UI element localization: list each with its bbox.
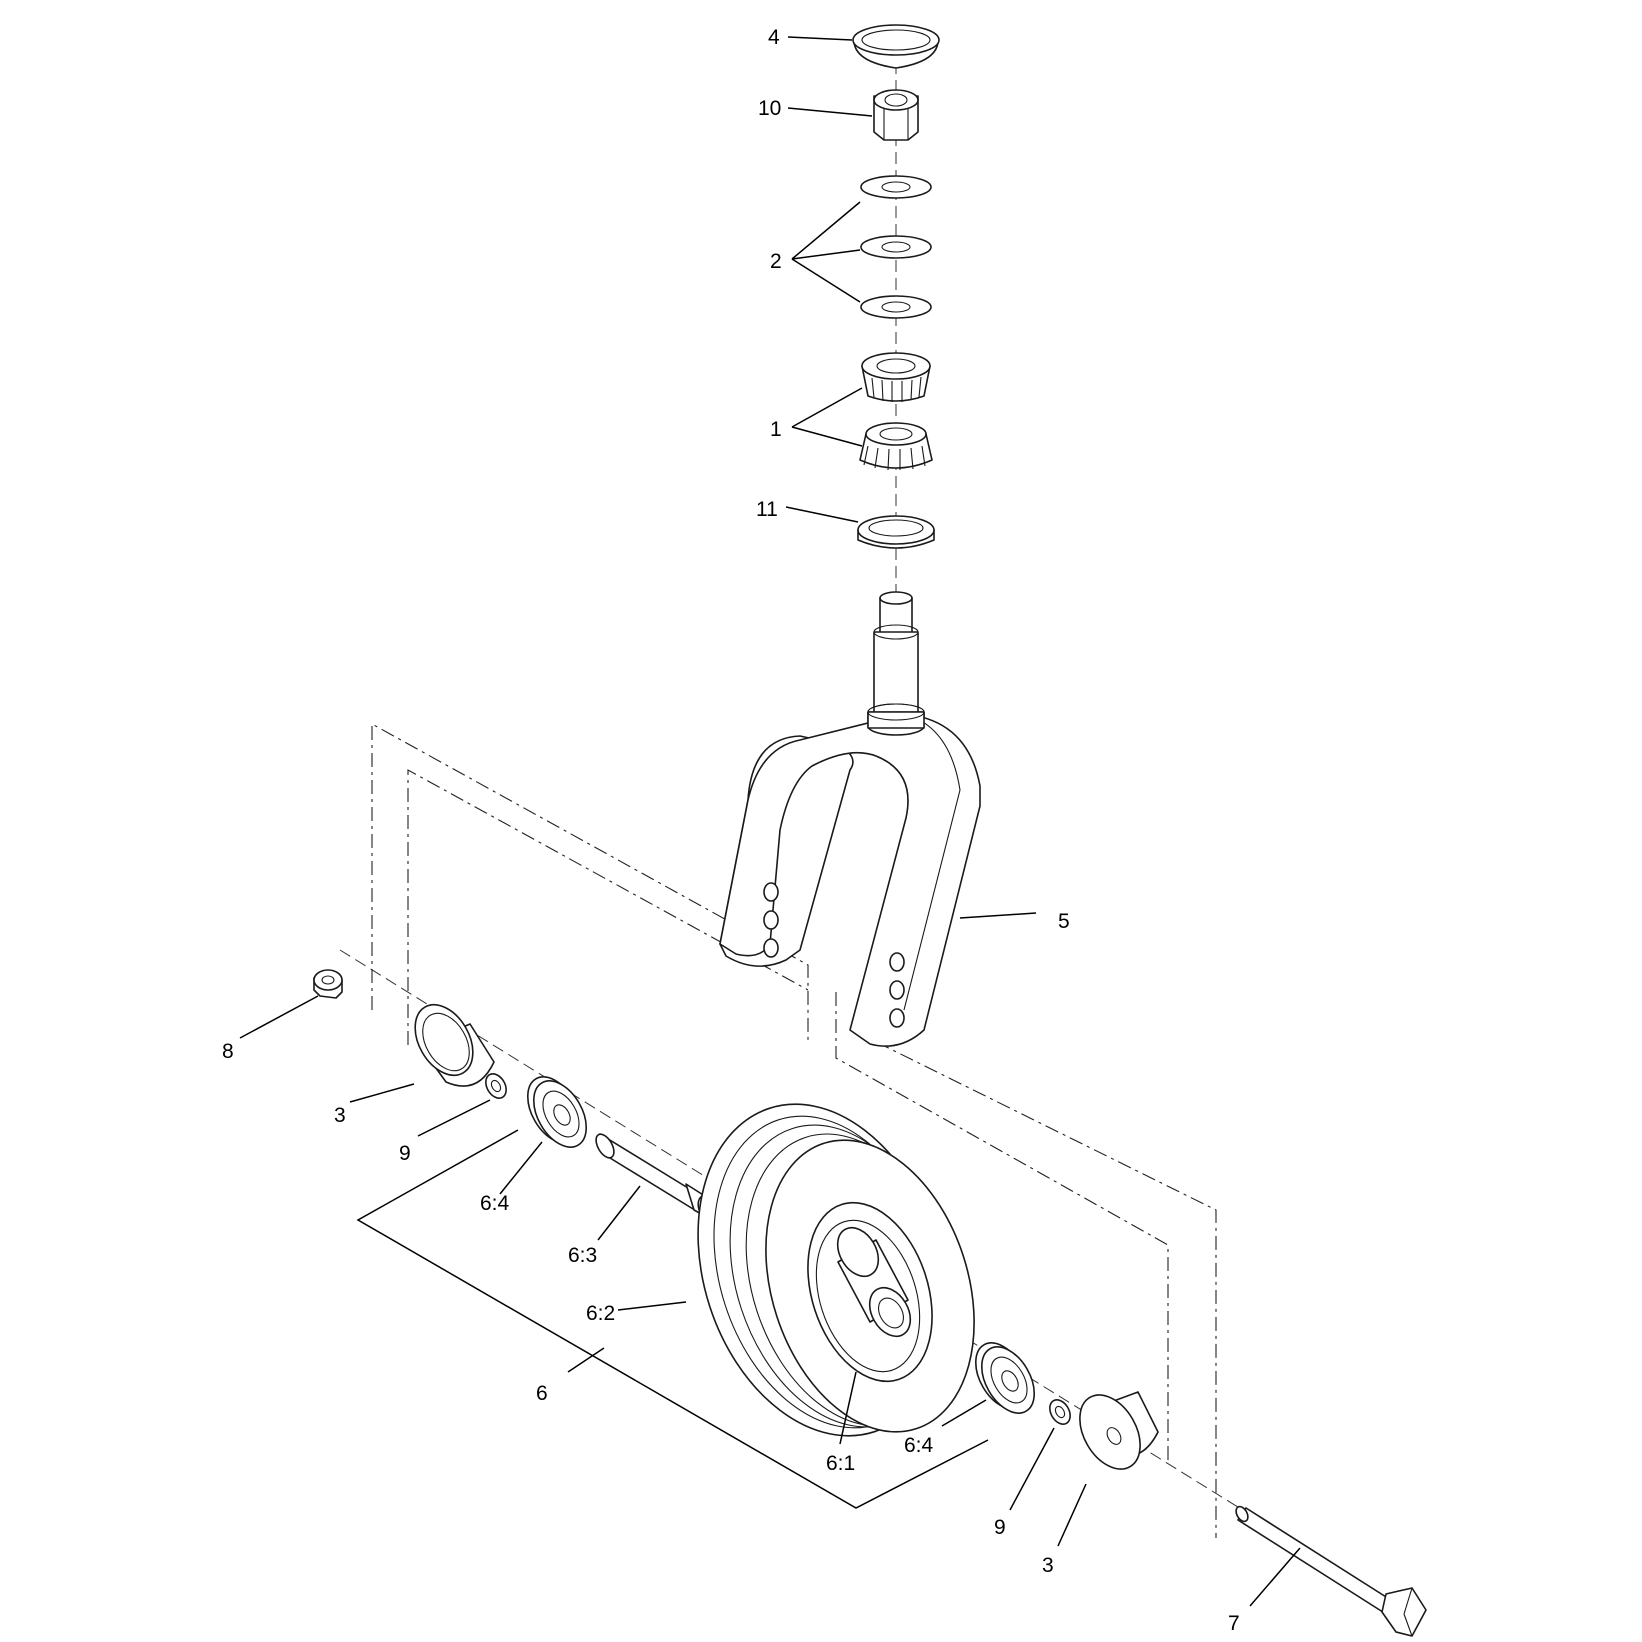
callout-6-4-right: 6:4: [904, 1434, 934, 1457]
callout-8: 8: [222, 1040, 234, 1063]
washer-stack-part: [860, 175, 932, 319]
callout-10: 10: [758, 97, 781, 120]
tapered-bearing-lower-part: [859, 422, 933, 471]
callout-6-3: 6:3: [568, 1244, 597, 1267]
callout-6-1: 6:1: [826, 1452, 855, 1475]
wheel-bearing-right-part: [974, 1342, 1036, 1414]
lock-nut-part: [873, 89, 919, 141]
callout-6-4-left: 6:4: [480, 1192, 510, 1215]
hex-nut-part: [313, 969, 343, 999]
wheel-bearing-left-part: [526, 1076, 588, 1148]
callout-3-left: 3: [334, 1104, 346, 1127]
tapered-bearing-upper-part: [861, 352, 931, 402]
washer-right-part: [1049, 1399, 1071, 1425]
dust-cap-part: [852, 24, 940, 69]
axle-bolt-part: [1235, 1505, 1427, 1637]
phantom-assembly-lines: [371, 723, 1217, 1538]
callout-9-right: 9: [994, 1516, 1006, 1539]
callout-2: 2: [770, 250, 782, 273]
wheel-hub-part: [807, 1201, 933, 1383]
callout-labels: 4 10 2 1 11 5 8 3 9 6:4 6:3 6:2 6 6:1 6:…: [222, 26, 1240, 1635]
callout-3-right: 3: [1042, 1554, 1054, 1577]
callout-6-2: 6:2: [586, 1302, 615, 1325]
leader-lines: [239, 36, 1301, 1607]
spacer-left-part: [414, 1003, 495, 1087]
seal-part: [857, 515, 935, 549]
callout-1: 1: [770, 418, 782, 441]
callout-4: 4: [768, 26, 780, 49]
callout-11: 11: [756, 498, 778, 521]
callout-5: 5: [1058, 910, 1070, 933]
caster-fork-part: [719, 591, 981, 1047]
washer-left-part: [485, 1073, 507, 1099]
callout-9-left: 9: [399, 1142, 411, 1165]
spacer-right-part: [1079, 1391, 1159, 1470]
callout-7: 7: [1228, 1612, 1240, 1635]
callout-6: 6: [536, 1382, 548, 1405]
